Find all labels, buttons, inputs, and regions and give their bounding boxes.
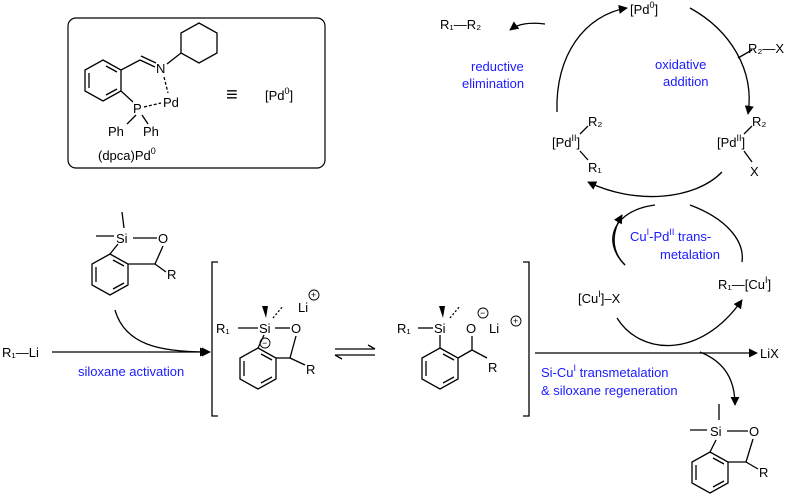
silicate-plus: + xyxy=(311,290,316,300)
arc-cu-to-pd xyxy=(613,214,626,266)
oxidative-label-2: addition xyxy=(663,74,709,89)
bracket-left xyxy=(211,261,218,417)
arc-oxidative-addition xyxy=(689,7,754,115)
oxidative-label-1: oxidative xyxy=(655,57,706,72)
arc-r1cu-up xyxy=(689,204,743,263)
lix-product: LiX xyxy=(760,346,779,361)
equivalence-sign: ≡ xyxy=(226,84,238,106)
equilibrium-arrows xyxy=(334,344,376,360)
reductive-label-1: reductive xyxy=(471,59,524,74)
ligand-ph-1: Ph xyxy=(108,124,124,139)
regenerated-r: R xyxy=(759,465,768,480)
sicu-label-1: Si-CuI transmetalation xyxy=(541,363,669,380)
ligand-benzene-ring xyxy=(84,59,122,102)
silicate-intermediate: R₁ Si O R − Li + xyxy=(216,289,320,390)
ligand-box: N Pd P Ph Ph ≡ [Pd0] (dpca)Pd0 xyxy=(67,17,326,169)
pd0-label: [Pd0] xyxy=(265,86,293,103)
r1cu: R₁—[CuI] xyxy=(718,275,771,292)
siloxane-o: O xyxy=(158,231,168,246)
regenerated-o: O xyxy=(749,424,759,439)
arc-reductive-elimination xyxy=(509,21,546,31)
arc-siloxane-regeneration xyxy=(699,351,740,406)
reductive-label-2: elimination xyxy=(462,76,524,91)
pdii-left-r2: R₂ xyxy=(588,114,602,129)
ligand-p-atom: P xyxy=(133,101,142,116)
siloxane-regenerated: Si O R xyxy=(690,404,768,494)
pdii-right-r2: R₂ xyxy=(752,114,766,129)
ligand-ph-2: Ph xyxy=(143,124,159,139)
ligand-pd-atom: Pd xyxy=(163,95,179,110)
ligand-n-atom: N xyxy=(156,61,165,76)
silicate-o: O xyxy=(291,321,301,336)
pdii-right-x: X xyxy=(750,164,759,179)
cux: [CuI]–X xyxy=(578,289,621,306)
alkoxide-plus: + xyxy=(513,316,518,326)
re-product: R₁—R₂ xyxy=(440,17,481,32)
alkoxide-o: O xyxy=(466,321,476,336)
silicate-li: Li xyxy=(298,300,308,315)
arc-to-pd0 xyxy=(556,4,628,113)
siloxane-activation-label: siloxane activation xyxy=(78,364,184,379)
siloxane-r: R xyxy=(167,267,176,282)
pd0-top: [Pd0] xyxy=(630,0,658,17)
alkoxide-r: R xyxy=(488,360,497,375)
arc-transmetalation-top xyxy=(587,171,723,198)
pd-cycle: [Pd0] R₁—R₂ reductive elimination oxidat… xyxy=(440,0,784,198)
alkoxide-li: Li xyxy=(489,321,499,336)
sicu-label-2: & siloxane regeneration xyxy=(541,383,678,398)
siloxane-si: Si xyxy=(116,231,128,246)
silicate-minus: − xyxy=(262,338,267,348)
alkoxide-r1: R₁ xyxy=(397,321,411,336)
cyclohexyl-ring xyxy=(180,22,218,64)
regenerated-si: Si xyxy=(710,424,722,439)
siloxane-reactant: Si O R xyxy=(91,211,209,357)
r2x-reagent: R₂—X xyxy=(748,41,784,56)
arc-cux-to-r1cu xyxy=(616,299,743,347)
bracket-right xyxy=(523,261,530,417)
pdii-left-r1: R₁ xyxy=(588,160,602,175)
ligand-name: (dpca)Pd0 xyxy=(98,146,156,163)
transmet-label-1: CuI-PdII trans- xyxy=(630,227,711,244)
cu-cycle: CuI-PdII trans- metalation [CuI]–X R₁—[C… xyxy=(535,204,779,406)
pdii-left: [PdII] xyxy=(552,133,580,150)
pdii-right: [PdII] xyxy=(717,133,745,150)
silicate-r: R xyxy=(306,362,315,377)
ligand-box-frame xyxy=(67,17,326,169)
transmet-label-2: metalation xyxy=(660,247,720,262)
alkoxide-intermediate: R₁ Si O − Li + R xyxy=(397,305,522,390)
alkoxide-minus: − xyxy=(480,308,485,318)
silicate-r1: R₁ xyxy=(216,321,230,336)
r1li-reagent: R₁—Li xyxy=(2,345,39,360)
alkoxide-si: Si xyxy=(434,321,446,336)
silicate-si: Si xyxy=(259,321,271,336)
